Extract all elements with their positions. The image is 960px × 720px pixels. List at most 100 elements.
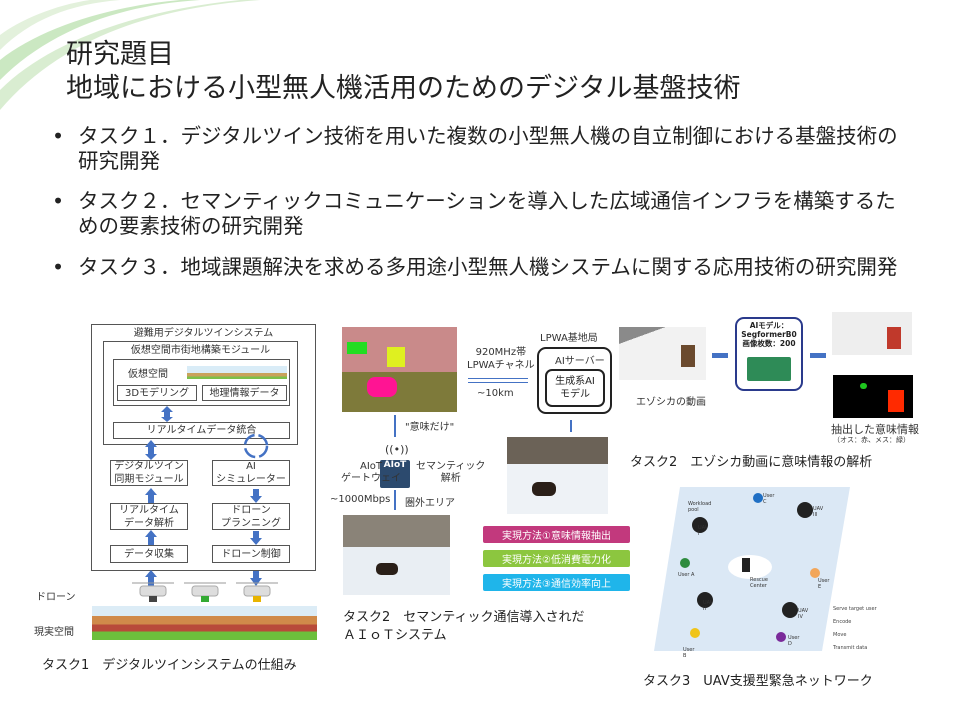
- semantic-mask-image: [833, 375, 913, 418]
- drone-planning-box: ドローン プランニング: [212, 503, 290, 530]
- drone-control-box: ドローン制御: [212, 545, 290, 563]
- node-label: UAV I: [698, 525, 709, 537]
- legend-item: Encode: [833, 619, 852, 625]
- deer-video-image: [619, 327, 706, 380]
- arrow-right-icon: [810, 353, 826, 358]
- task2-deer-caption: タスク2 エゾシカ動画に意味情報の解析: [630, 455, 873, 470]
- method-bar-2: 実現方法②低消費電力化: [483, 550, 630, 567]
- drones-image: [132, 582, 278, 602]
- extracted-info-label: 抽出した意味情報: [831, 423, 919, 436]
- legend-item: Move: [833, 632, 847, 638]
- bullet-marker: •: [52, 124, 65, 148]
- bullet-text: タスク１．デジタルツイン技術を用いた複数の小型無人機の自立制御における基盤技術の…: [78, 124, 898, 173]
- uav-legend: Serve target user Encode Move Transmit d…: [833, 603, 877, 655]
- task3-caption: タスク3 UAV支援型緊急ネットワーク: [643, 674, 873, 689]
- uav-network-map: [654, 487, 850, 651]
- node-label: Workload pool: [688, 501, 712, 513]
- segmented-overlay-image: [832, 312, 912, 355]
- distance-label: ~10km: [477, 388, 514, 399]
- channel-label: 920MHz帯 LPWAチャネル: [467, 347, 535, 371]
- aiot-device-label: AIoT: [383, 460, 407, 470]
- gen-ai-label: 生成系AI モデル: [555, 376, 595, 400]
- real-town-image: [92, 606, 317, 640]
- bullet-task1: • タスク１．デジタルツイン技術を用いた複数の小型無人機の自立制御における基盤技術…: [52, 124, 902, 174]
- segmentation-image: [342, 327, 457, 412]
- decorative-swoosh: [0, 0, 260, 110]
- node-label: User E: [818, 578, 830, 590]
- data-collection-box: データ収集: [110, 545, 188, 563]
- legend-item: Serve target user: [833, 606, 877, 612]
- drone-control-label: ドローン制御: [221, 548, 281, 560]
- realtime-integration-label: リアルタイムデータ統合: [146, 425, 257, 436]
- node-label: Rescue Center: [750, 577, 768, 589]
- semantic-analysis-label: セマンティック 解析: [416, 461, 486, 484]
- task1-caption: タスク1 デジタルツインシステムの仕組み: [42, 658, 297, 673]
- ai-server-label: AIサーバー: [555, 356, 605, 367]
- system-title: 避難用デジタルツインシステム: [133, 328, 274, 339]
- task2-aiot-caption: タスク2 セマンティック通信導入されだ: [343, 610, 585, 625]
- geo-data-box: 地理情報データ: [202, 385, 287, 401]
- ai-simulator-label: AI シミュレーター: [216, 461, 286, 485]
- modeling-box: 3Dモデリング: [117, 385, 197, 401]
- realtime-analysis-box: リアルタイム データ解析: [110, 503, 188, 530]
- semantic-only-label: "意味だけ": [405, 422, 455, 433]
- task2-aiot-caption-line2: ＡＩｏＴシステム: [343, 628, 447, 643]
- virtual-space-label: 仮想空間: [128, 369, 168, 380]
- deer-video-label: エゾシカの動画: [636, 397, 706, 408]
- bullet-text: タスク２．セマンティックコミュニケーションを導入した広域通信インフラを構築するた…: [78, 189, 896, 238]
- title-line1: 研究題目: [66, 39, 174, 70]
- twin-sync-box: デジタルツイン 同期モジュール: [110, 460, 188, 486]
- node-label: UAV IV: [798, 608, 809, 620]
- arrow-down-icon: [570, 420, 572, 432]
- method-label: 実現方法①意味情報抽出: [502, 531, 611, 542]
- arrow-up-icon: [394, 415, 396, 437]
- node-label: User A: [678, 572, 695, 578]
- ai-model-box: AIモデル： SegformerB0 画像枚数：200: [735, 317, 803, 391]
- realtime-analysis-label: リアルタイム データ解析: [119, 504, 179, 529]
- flow-arrows: [145, 406, 269, 586]
- method-bar-3: 実現方法③通信効率向上: [483, 574, 630, 591]
- node-label: UAV II: [703, 600, 714, 612]
- modeling-label: 3Dモデリング: [124, 387, 190, 399]
- raspberry-pi-image: [747, 357, 791, 381]
- method-label: 実現方法③通信効率向上: [502, 579, 611, 590]
- data-collection-label: データ収集: [124, 548, 174, 560]
- page-title: 地域における小型無人機活用のためのデジタル基盤技術: [66, 73, 741, 104]
- ai-model-label: AIモデル： SegformerB0 画像枚数：200: [741, 321, 797, 348]
- ai-server-box: [537, 347, 612, 414]
- out-of-area-label: 圏外エリア: [405, 498, 455, 509]
- node-label: UAV III: [813, 506, 824, 518]
- sex-color-legend: （オス：赤、メス：緑）: [833, 436, 910, 444]
- real-space-label: 現実空間: [34, 627, 74, 638]
- wireless-icon: ((•)): [385, 443, 409, 456]
- bandwidth-label: ~1000Mbps: [330, 494, 391, 505]
- method-label: 実現方法②低消費電力化: [502, 555, 611, 566]
- node-label: User C: [763, 493, 775, 505]
- bear-camera-photo: [343, 515, 450, 595]
- module-title: 仮想空間市街地構築モジュール: [130, 345, 271, 356]
- gen-ai-model-box: 生成系AI モデル: [545, 369, 605, 407]
- twin-sync-label: デジタルツイン 同期モジュール: [114, 461, 184, 485]
- base-station-label: LPWA基地局: [540, 333, 598, 344]
- double-arrow-icon: [468, 378, 528, 383]
- legend-item: Transmit data: [833, 645, 868, 651]
- bullet-marker: •: [52, 255, 65, 279]
- gateway-label: AIoT ゲートウェイ: [341, 461, 401, 484]
- arrow-right-icon: [712, 353, 728, 358]
- method-bar-1: 実現方法①意味情報抽出: [483, 526, 630, 543]
- ai-simulator-box: AI シミュレーター: [212, 460, 290, 486]
- drone-label: ドローン: [36, 592, 76, 603]
- node-label: User D: [788, 635, 800, 647]
- aiot-device: AIoT: [380, 460, 410, 488]
- node-label: User B: [683, 647, 695, 659]
- bullet-text: タスク３．地域課題解決を求める多用途小型無人機システムに関する応用技術の研究開発: [78, 255, 898, 279]
- geo-data-label: 地理情報データ: [209, 387, 280, 399]
- bullet-task3: • タスク３．地域課題解決を求める多用途小型無人機システムに関する応用技術の研究開…: [52, 255, 902, 280]
- arrow-up-icon: [394, 490, 396, 510]
- bullet-task2: •タスク２．セマンティックコミュニケーションを導入した広域通信インフラを構築する…: [52, 189, 902, 239]
- realtime-integration-box: リアルタイムデータ統合: [113, 422, 290, 439]
- drone-planning-label: ドローン プランニング: [221, 504, 281, 529]
- reconstructed-bear-photo: [507, 437, 608, 514]
- virtual-town-image: [187, 366, 287, 379]
